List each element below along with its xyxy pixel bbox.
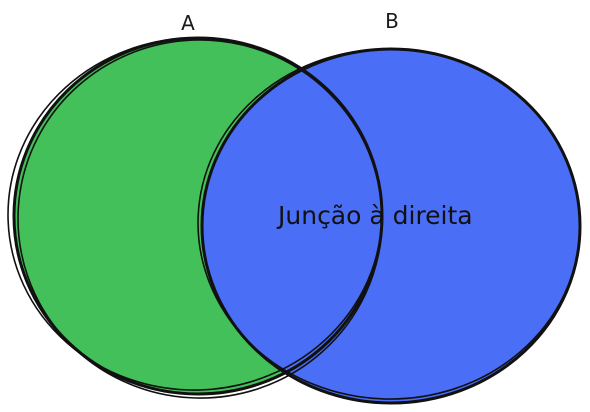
set-a-outline-sketch-2 bbox=[17, 39, 383, 399]
region-label: Junção à direita bbox=[276, 201, 473, 230]
set-b-label: B bbox=[385, 9, 399, 33]
set-b-outline-sketch bbox=[197, 48, 581, 400]
set-b-circle bbox=[202, 49, 580, 403]
set-a-label: A bbox=[181, 11, 195, 35]
